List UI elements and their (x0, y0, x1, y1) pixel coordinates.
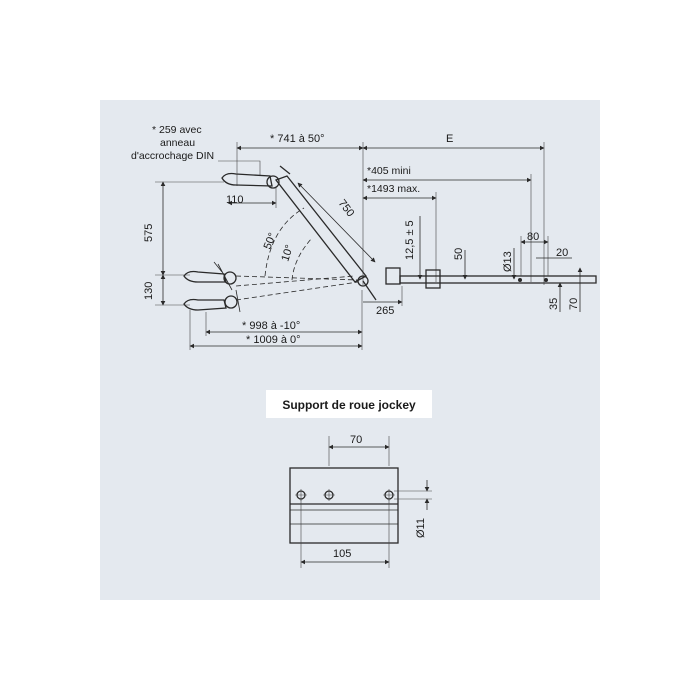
support-dim-105-label: 105 (333, 548, 351, 560)
note-259-leader (218, 160, 261, 176)
dim-20-label: 20 (556, 247, 568, 259)
dim-1493-label: *1493 max. (367, 183, 420, 195)
dim-110-label: 110 (226, 194, 244, 206)
angle-50-arc (264, 207, 305, 277)
dim-998-label: * 998 à -10° (242, 320, 300, 332)
dim-405-label: *405 mini (367, 165, 411, 177)
support-plate (289, 467, 399, 544)
support-title: Support de roue jockey (282, 398, 416, 412)
dim-265-label: 265 (376, 305, 394, 317)
coupling-ball-middle (223, 271, 237, 285)
dim-741-label: * 741 à 50° (270, 133, 325, 145)
shaft-clamp (425, 269, 441, 289)
note-259-line1: * 259 avec (152, 124, 202, 136)
coupling-ball-upper (266, 175, 280, 189)
support-caption-box (266, 390, 432, 418)
support-dim-70-label: 70 (350, 434, 362, 446)
axle-shaft (399, 275, 597, 284)
dim-70-label: 70 (568, 298, 580, 310)
coupling-ball-lower (224, 295, 238, 309)
dim-130-label: 130 (143, 282, 155, 300)
pivot-lever (362, 280, 377, 301)
dim-575-label: 575 (143, 224, 155, 242)
support-drawing: Support de roue jockey 70 Ø11 105 (266, 390, 432, 568)
coupling-handles-lower (213, 261, 241, 313)
dim-35-label: 35 (548, 298, 560, 310)
coupling-head-middle (183, 270, 227, 283)
dim-750-line (297, 182, 376, 263)
note-259-line3: d'accrochage DIN (131, 150, 214, 162)
coupling-head-lower (183, 298, 227, 311)
drawbar-arm-raised (274, 175, 367, 283)
angle-10-label: 10° (279, 243, 296, 263)
dim-50-label: 50 (453, 248, 465, 260)
support-hole-centerlines (295, 489, 395, 501)
note-259-line2: anneau (160, 137, 195, 149)
support-dim-d11-label: Ø11 (415, 518, 427, 538)
shaft-hole-1 (518, 278, 522, 282)
drawbar-arm-minus10 (235, 281, 359, 301)
drawbar-arm-0deg (235, 275, 359, 281)
dim-E-label: E (446, 133, 453, 145)
shaft-hole-2 (544, 278, 548, 282)
dim-80-label: 80 (527, 231, 539, 243)
pivot-joint (357, 275, 369, 287)
dim-750-label: 750 (336, 197, 357, 219)
dim-1009-label: * 1009 à 0° (246, 334, 301, 346)
angle-10-arc (291, 237, 313, 281)
mounting-block (385, 267, 401, 285)
coupling-head-upper (221, 172, 273, 187)
dim-d13-label: Ø13 (502, 251, 514, 272)
drawbar-arm-10deg (235, 275, 355, 287)
handle-upper (279, 165, 291, 175)
angle-50-label: 50° (262, 231, 279, 251)
drawbar-drawing: * 259 avec anneau d'accrochage DIN * 741… (131, 124, 597, 350)
dim-12-5-label: 12,5 ± 5 (404, 220, 416, 260)
